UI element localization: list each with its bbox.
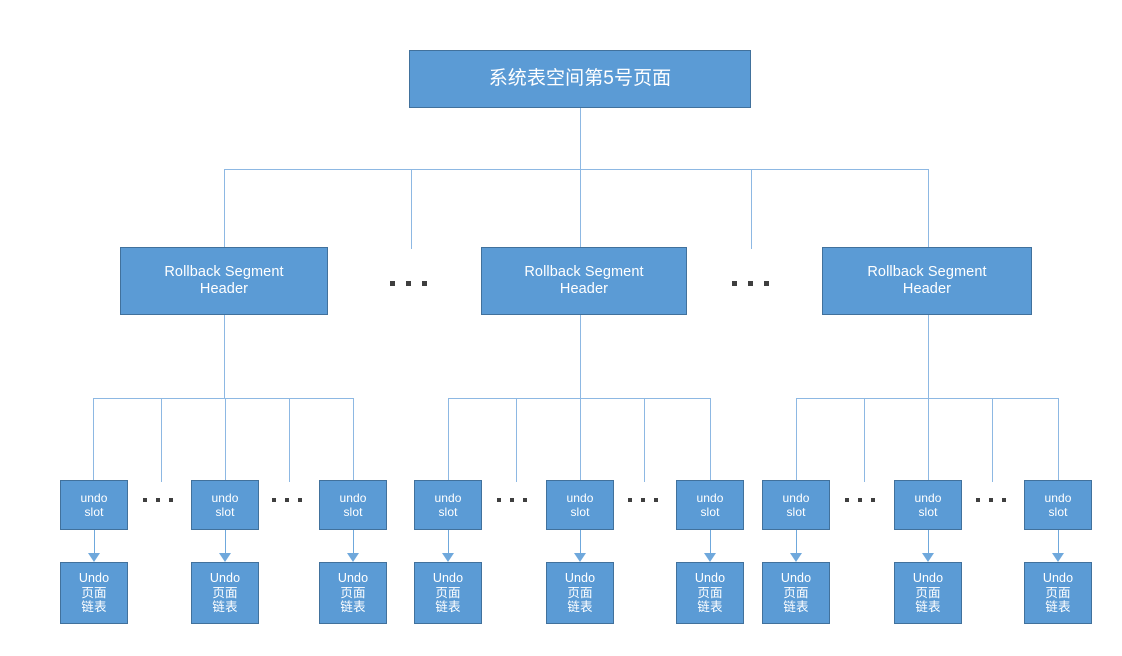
arrow-line-3-3 [1058, 530, 1059, 555]
arrow-line-3-2 [928, 530, 929, 555]
connector-group1-drop-2 [225, 398, 226, 480]
undo-page-list-1-3[interactable]: Undo 页面 链表 [319, 562, 387, 624]
connector-group1-drop-3 [353, 398, 354, 480]
connector-group2-drop-1 [448, 398, 449, 480]
connector-group3-bus [796, 398, 1058, 399]
undo-page-list-1-2[interactable]: Undo 页面 链表 [191, 562, 259, 624]
connector-group2-drop-2 [580, 398, 581, 480]
connector-group2-drop-ellipsis-2 [644, 398, 645, 482]
undo-slot-1-3[interactable]: undo slot [319, 480, 387, 530]
connector-group1-drop-ellipsis-1 [161, 398, 162, 482]
connector-level2-drop-ellipsis-2 [751, 169, 752, 249]
root-node-system-tablespace-page5[interactable]: 系统表空间第5号页面 [409, 50, 751, 108]
arrow-line-1-1 [94, 530, 95, 555]
arrow-line-1-3 [353, 530, 354, 555]
arrow-line-3-1 [796, 530, 797, 555]
connector-group2-drop-3 [710, 398, 711, 480]
arrow-head-2-2 [574, 553, 586, 562]
ellipsis-slots-2-2 [628, 498, 658, 502]
undo-page-list-3-2[interactable]: Undo 页面 链表 [894, 562, 962, 624]
arrow-head-1-3 [347, 553, 359, 562]
rollback-segment-header-2[interactable]: Rollback Segment Header [481, 247, 687, 315]
ellipsis-slots-3-2 [976, 498, 1006, 502]
undo-slot-2-3[interactable]: undo slot [676, 480, 744, 530]
connector-group1-bus [93, 398, 354, 399]
connector-group3-drop-1 [796, 398, 797, 480]
ellipsis-slots-1-2 [272, 498, 302, 502]
ellipsis-slots-1-1 [143, 498, 173, 502]
undo-slot-1-2[interactable]: undo slot [191, 480, 259, 530]
connector-group1-drop-ellipsis-2 [289, 398, 290, 482]
arrow-head-3-3 [1052, 553, 1064, 562]
arrow-line-2-3 [710, 530, 711, 555]
arrow-head-3-2 [922, 553, 934, 562]
undo-slot-3-3[interactable]: undo slot [1024, 480, 1092, 530]
arrow-line-2-2 [580, 530, 581, 555]
arrow-head-1-2 [219, 553, 231, 562]
connector-group1-stem [224, 315, 225, 399]
connector-level2-drop-ellipsis-1 [411, 169, 412, 249]
ellipsis-level2-1 [390, 281, 427, 286]
undo-page-list-2-1[interactable]: Undo 页面 链表 [414, 562, 482, 624]
connector-group3-drop-2 [928, 398, 929, 480]
arrow-line-2-1 [448, 530, 449, 555]
undo-page-list-3-3[interactable]: Undo 页面 链表 [1024, 562, 1092, 624]
connector-level2-drop-3 [928, 169, 929, 247]
undo-slot-3-2[interactable]: undo slot [894, 480, 962, 530]
connector-group2-drop-ellipsis-1 [516, 398, 517, 482]
connector-group3-drop-ellipsis-1 [864, 398, 865, 482]
connector-root-stem [580, 108, 581, 170]
undo-page-list-3-1[interactable]: Undo 页面 链表 [762, 562, 830, 624]
undo-slot-2-2[interactable]: undo slot [546, 480, 614, 530]
connector-level2-drop-1 [224, 169, 225, 247]
rollback-segment-header-3[interactable]: Rollback Segment Header [822, 247, 1032, 315]
connector-level2-drop-2 [580, 169, 581, 247]
ellipsis-slots-2-1 [497, 498, 527, 502]
undo-slot-2-1[interactable]: undo slot [414, 480, 482, 530]
connector-group1-drop-1 [93, 398, 94, 480]
undo-page-list-2-3[interactable]: Undo 页面 链表 [676, 562, 744, 624]
arrow-head-1-1 [88, 553, 100, 562]
arrow-head-2-1 [442, 553, 454, 562]
undo-slot-1-1[interactable]: undo slot [60, 480, 128, 530]
undo-page-list-1-1[interactable]: Undo 页面 链表 [60, 562, 128, 624]
connector-group2-bus [448, 398, 710, 399]
undo-page-list-2-2[interactable]: Undo 页面 链表 [546, 562, 614, 624]
undo-slot-3-1[interactable]: undo slot [762, 480, 830, 530]
ellipsis-slots-3-1 [845, 498, 875, 502]
rollback-segment-header-1[interactable]: Rollback Segment Header [120, 247, 328, 315]
connector-level2-bus [224, 169, 929, 170]
arrow-head-2-3 [704, 553, 716, 562]
connector-group3-drop-3 [1058, 398, 1059, 480]
arrow-head-3-1 [790, 553, 802, 562]
connector-group2-stem [580, 315, 581, 399]
arrow-line-1-2 [225, 530, 226, 555]
ellipsis-level2-2 [732, 281, 769, 286]
connector-group3-stem [928, 315, 929, 399]
connector-group3-drop-ellipsis-2 [992, 398, 993, 482]
